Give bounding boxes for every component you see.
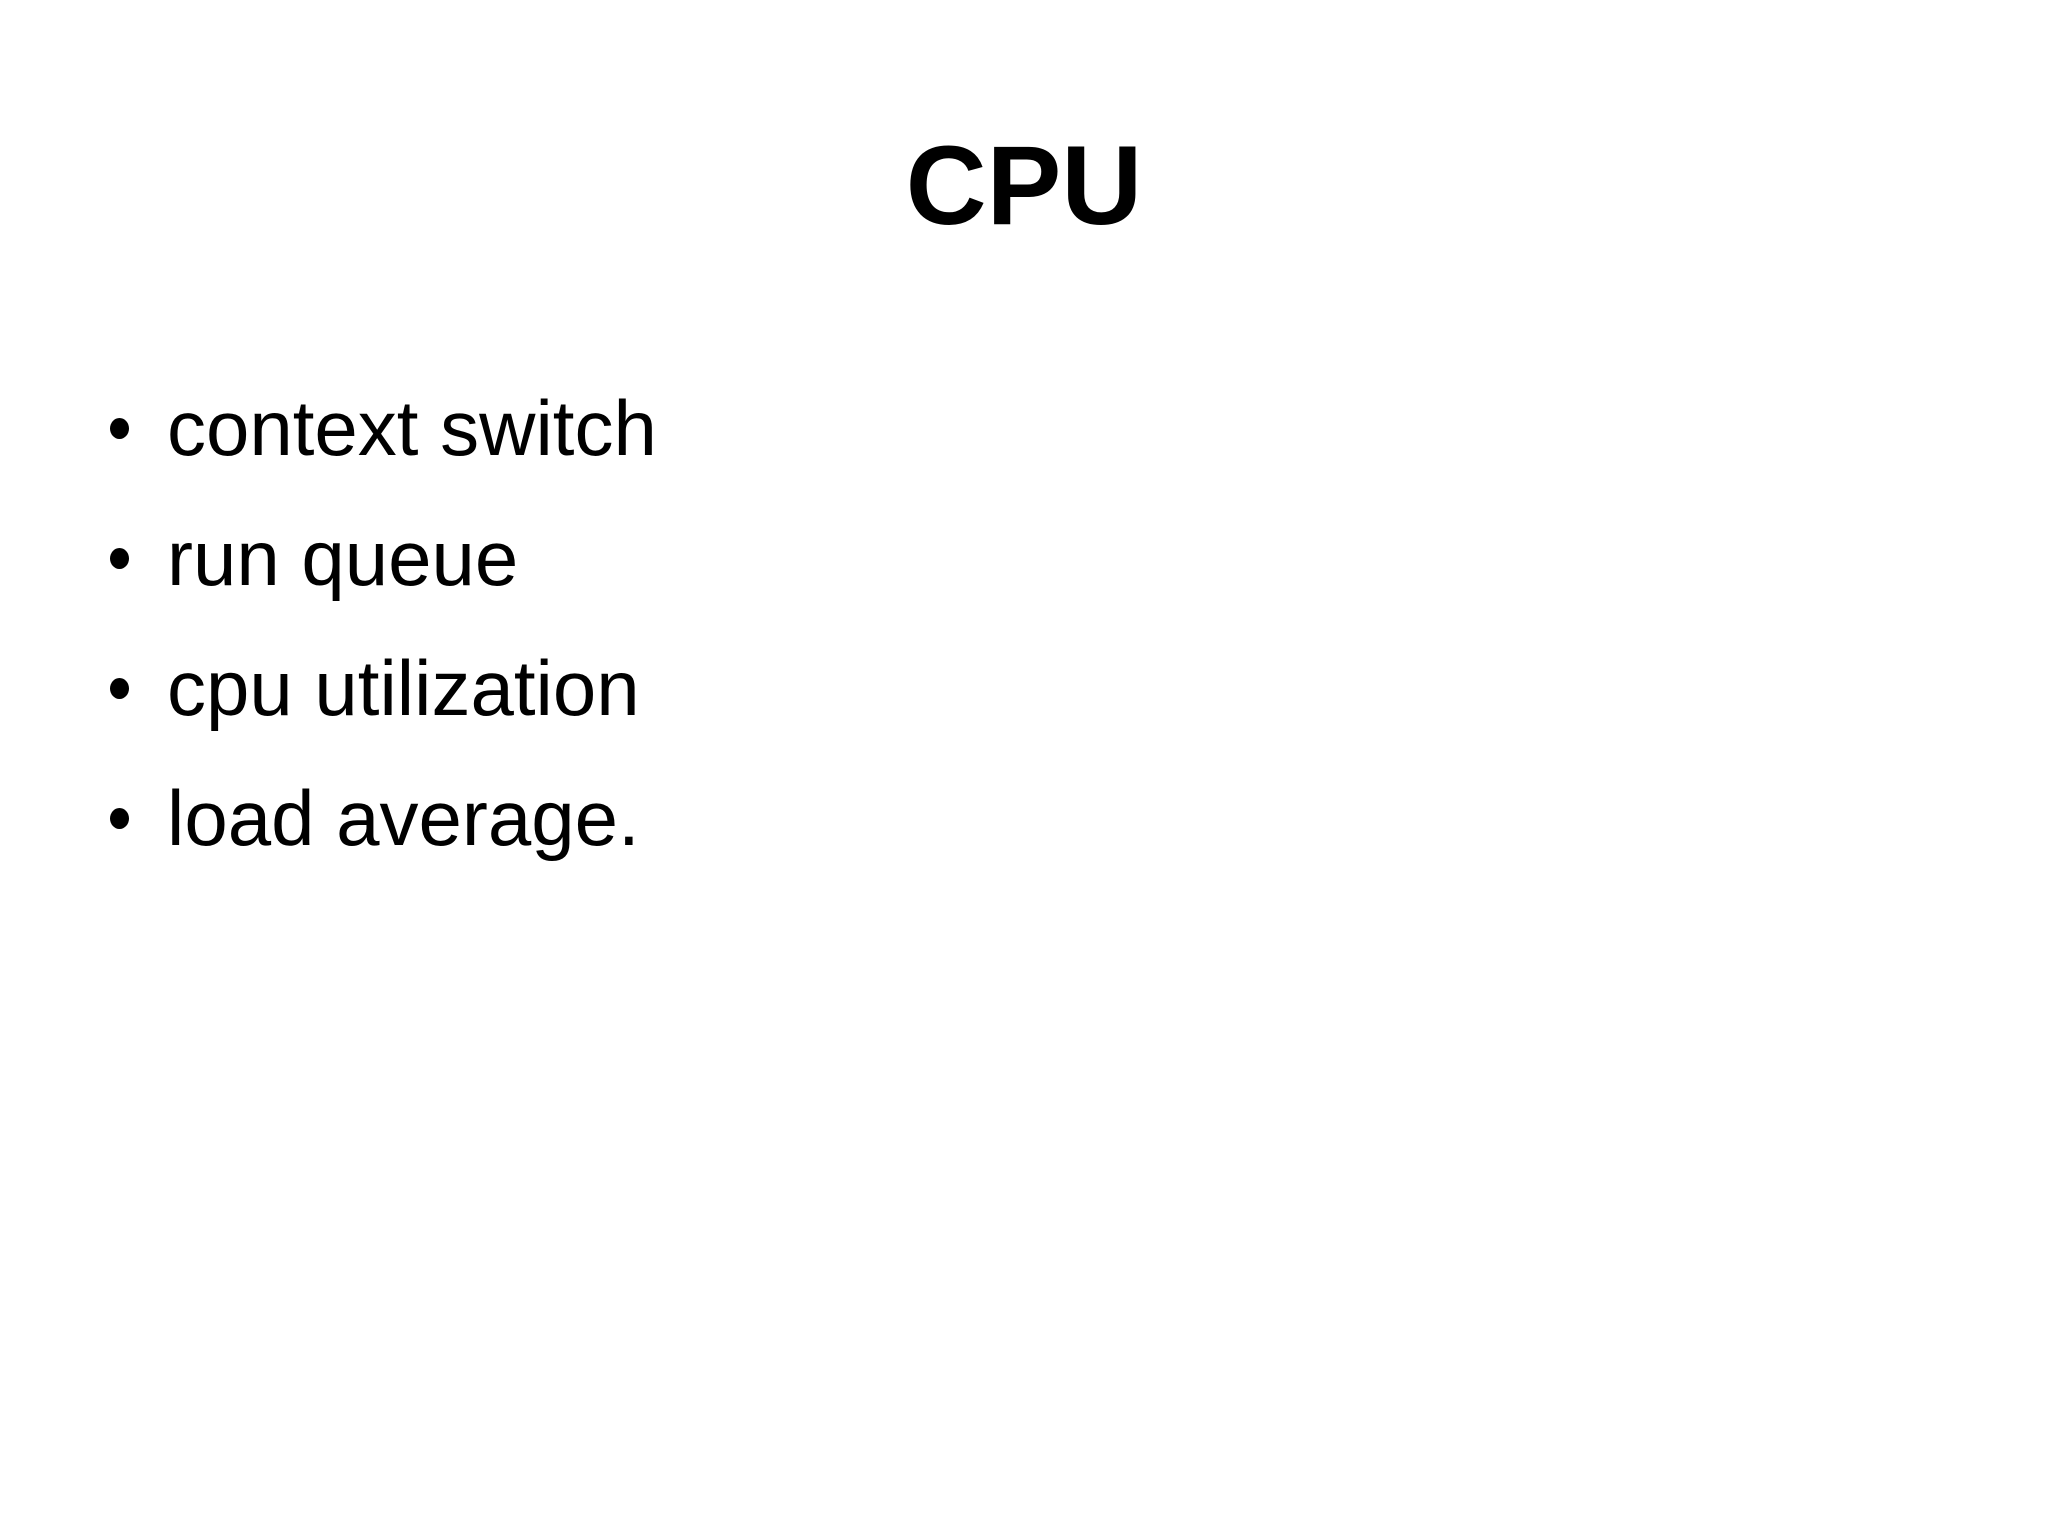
list-item: run queue bbox=[110, 493, 657, 623]
bullet-text: context switch bbox=[167, 384, 657, 472]
bullet-text: cpu utilization bbox=[167, 644, 640, 732]
list-item: context switch bbox=[110, 363, 657, 493]
bullet-text: run queue bbox=[167, 514, 519, 602]
bullet-icon bbox=[110, 807, 129, 829]
bullet-list: context switch run queue cpu utilization… bbox=[110, 363, 657, 883]
bullet-icon bbox=[110, 547, 129, 569]
bullet-icon bbox=[110, 417, 129, 439]
bullet-text: load average. bbox=[167, 774, 640, 862]
bullet-icon bbox=[110, 677, 129, 699]
slide-title: CPU bbox=[905, 123, 1143, 248]
list-item: load average. bbox=[110, 753, 657, 883]
list-item: cpu utilization bbox=[110, 623, 657, 753]
